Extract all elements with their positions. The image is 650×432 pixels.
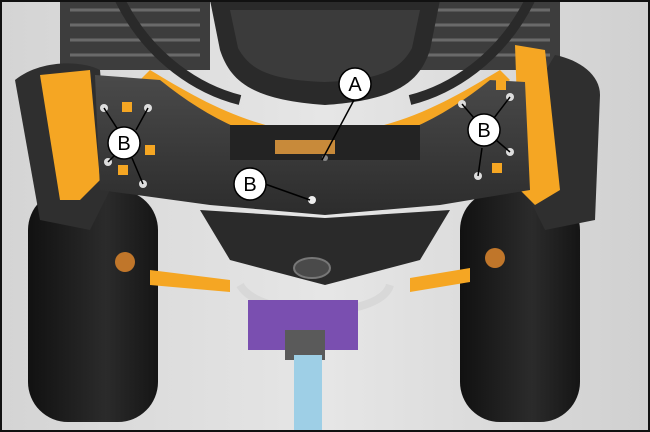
callout-a-label: A	[348, 74, 362, 96]
callout-b-right-label: B	[477, 120, 490, 142]
callout-b-center: B	[233, 167, 267, 201]
right-tire	[460, 190, 580, 422]
rear-body-panel	[95, 75, 530, 215]
callout-b-center-label: B	[243, 174, 256, 196]
left-yellow-panel	[40, 70, 100, 200]
brand-emblem	[293, 257, 331, 279]
left-tire	[28, 190, 158, 422]
left-tail-light	[115, 252, 135, 272]
right-tail-light	[485, 248, 505, 268]
seat-top	[230, 10, 420, 82]
right-lower-arm	[410, 268, 470, 292]
rear-bumper	[200, 210, 450, 285]
left-lower-arm	[150, 270, 230, 292]
callout-b-right: B	[467, 113, 501, 147]
hitch-bar	[294, 355, 322, 432]
center-fastener	[308, 196, 316, 204]
leader-lines	[103, 96, 511, 201]
callout-b-left: B	[107, 126, 141, 160]
callout-a: A	[338, 67, 372, 101]
callout-b-left-label: B	[117, 133, 130, 155]
cargo-detail	[275, 140, 335, 154]
tires	[28, 190, 580, 422]
